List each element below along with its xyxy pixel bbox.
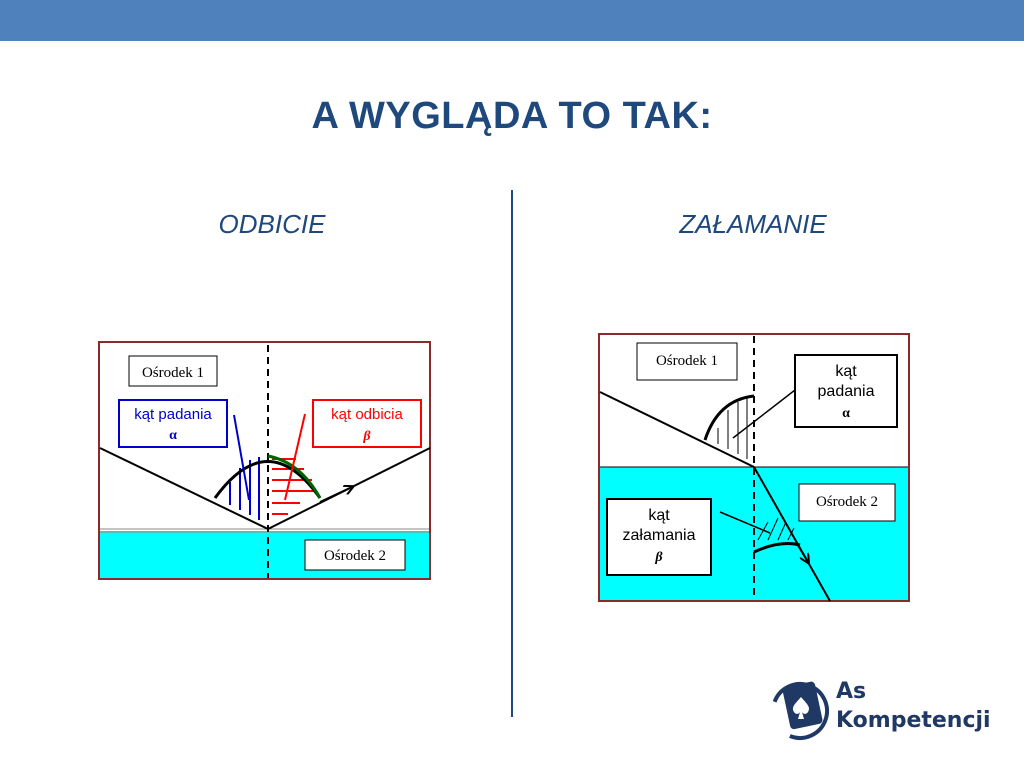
refraction-frame [598, 333, 910, 602]
top-bar [0, 0, 1024, 41]
reflection-medium2-box [304, 539, 406, 571]
refraction-incidence-label-line1: kąt [835, 363, 857, 380]
incidence-arc [213, 460, 322, 499]
refraction-medium1-label: Ośrodek 1 [656, 353, 718, 369]
refraction-incident-ray [599, 391, 755, 468]
refraction-incidence-symbol: α [842, 406, 850, 421]
logo-text-line1: As [836, 679, 867, 704]
reflection-label: kąt odbicia [331, 406, 403, 423]
refraction-medium1-box [636, 342, 738, 381]
incident-ray [99, 447, 269, 530]
incidence-symbol: α [169, 428, 177, 443]
refraction-angle-symbol: β [654, 550, 663, 565]
refraction-hatch [757, 521, 769, 541]
reflection-diagram: Ośrodek 1 kąt padania α kąt odbicia β Oś… [98, 341, 431, 580]
refraction-incidence-pointer [732, 389, 796, 439]
refraction-angle-label-line1: kąt [648, 507, 670, 524]
incidence-box [118, 399, 228, 448]
refraction-angle-pointer [719, 511, 771, 534]
refraction-medium2-box [798, 483, 896, 522]
reflection-medium1-label: Ośrodek 1 [142, 365, 204, 381]
column-divider [511, 190, 513, 717]
reflection-box [312, 399, 422, 448]
incidence-pointer [233, 414, 250, 501]
reflection-pointer [284, 413, 306, 501]
refraction-hatch [767, 517, 779, 541]
reflection-arrow [319, 487, 352, 503]
refraction-incidence-box [794, 354, 898, 428]
refraction-incidence-arc [703, 394, 755, 441]
reflection-medium1-box [128, 355, 218, 387]
spade-icon [792, 697, 810, 719]
refraction-diagram: Ośrodek 1 kąt padania α Ośrodek 2 kąt za… [598, 333, 910, 602]
refraction-angle-label-line2: załamania [623, 527, 696, 544]
reflection-medium2-label: Ośrodek 2 [324, 548, 386, 564]
refraction-hatch [777, 521, 787, 541]
reflection-frame [98, 341, 431, 580]
refracted-ray [753, 466, 831, 602]
left-column-heading: ODBICIE [218, 209, 326, 239]
slide-title: A WYGLĄDA TO TAK: [311, 95, 713, 137]
right-column-heading: ZAŁAMANIE [679, 209, 827, 239]
refraction-incidence-label-line2: padania [818, 383, 875, 400]
logo-emblem [771, 681, 830, 740]
refraction-medium2-label: Ośrodek 2 [816, 494, 878, 510]
logo-text-line2: Kompetencji [836, 708, 991, 733]
refraction-angle-box [606, 498, 712, 576]
reflection-arc [267, 454, 322, 499]
reflection-symbol: β [362, 429, 371, 444]
incidence-label: kąt padania [134, 406, 212, 423]
